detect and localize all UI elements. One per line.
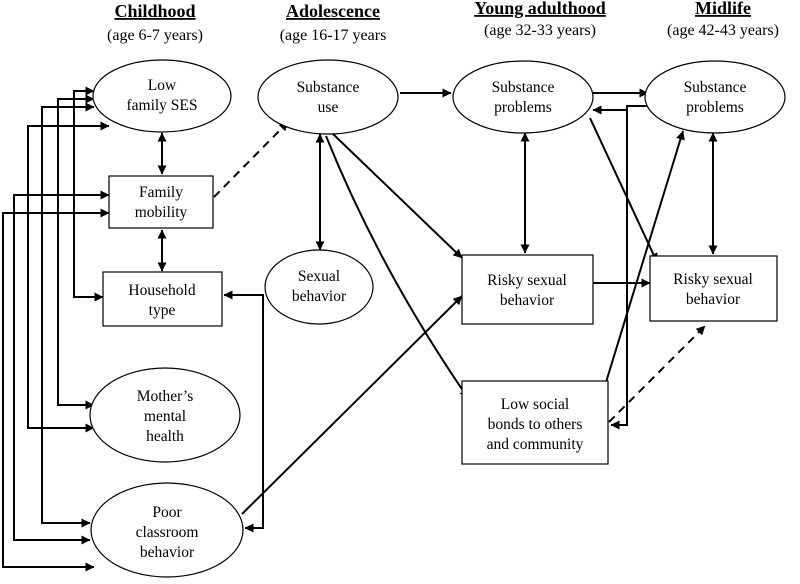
node-household-type: Household type: [102, 271, 223, 327]
arrow-social-ml-substance: [602, 130, 685, 393]
arrow-household-mother: [27, 121, 110, 433]
stage-title-adolescence: Adolescence: [286, 1, 380, 21]
node-label: Household: [128, 282, 195, 299]
node-label: Substance: [492, 79, 555, 96]
node-label: behavior: [686, 291, 741, 308]
arrow-ya-substance-ml-risky: [589, 117, 658, 263]
node-label: mental: [144, 408, 186, 425]
stage-header-adolescence: Adolescence (age 16-17 years: [280, 1, 387, 44]
node-label: classroom: [136, 524, 199, 541]
node-label: problems: [686, 99, 744, 116]
arrow-household-classroom: [223, 290, 264, 533]
node-label: Risky sexual: [487, 272, 567, 289]
node-label: Family: [139, 184, 183, 201]
arrow-classroom-risky: [241, 295, 463, 515]
node-label: Sexual: [298, 268, 340, 285]
node-label: and community: [487, 436, 584, 453]
stage-age-childhood: (age 6-7 years): [107, 27, 203, 44]
node-ya-substance-problems: Substance problems: [452, 60, 594, 134]
stage-header-midlife: Midlife (age 42-43 years): [667, 0, 779, 39]
stage-header-childhood: Childhood (age 6-7 years): [107, 1, 203, 44]
arrow-ses-mother: [57, 94, 95, 410]
node-poor-classroom-behavior: Poor classroom behavior: [90, 482, 244, 578]
node-adolescent-sexual-behavior: Sexual behavior: [264, 249, 374, 325]
stage-age-adolescence: (age 16-17 years: [280, 27, 387, 44]
node-label: type: [149, 302, 176, 319]
node-label: Substance: [297, 79, 360, 96]
node-label: Poor: [152, 504, 182, 521]
node-label: use: [318, 99, 339, 116]
node-label: behavior: [500, 292, 555, 309]
stage-age-midlife: (age 42-43 years): [667, 22, 779, 39]
arrow-ml-substance-low-social: [610, 110, 628, 430]
stage-title-childhood: Childhood: [114, 1, 195, 21]
node-ya-risky-sexual-behavior: Risky sexual behavior: [461, 254, 594, 325]
node-label: Mother’s: [137, 388, 194, 405]
arrow-ses-classroom: [41, 102, 95, 528]
node-label: family SES: [126, 97, 197, 114]
node-ml-risky-sexual-behavior: Risky sexual behavior: [649, 255, 778, 322]
stage-title-young-adulthood: Young adulthood: [474, 0, 606, 18]
node-adolescent-substance-use: Substance use: [257, 59, 399, 135]
arrow-social-ml-risky-dashed: [608, 325, 706, 423]
node-label: behavior: [292, 288, 347, 305]
stage-title-midlife: Midlife: [695, 0, 751, 18]
node-label: behavior: [140, 544, 195, 561]
connectors: [2, 86, 718, 572]
node-label: problems: [494, 99, 552, 116]
node-mothers-mental-health: Mother’s mental health: [89, 367, 241, 463]
node-label: Low: [148, 77, 177, 94]
node-label: bonds to others: [488, 416, 583, 433]
node-family-mobility: Family mobility: [108, 175, 214, 229]
stage-header-young-adulthood: Young adulthood (age 32-33 years): [474, 0, 606, 39]
node-label: health: [146, 428, 184, 445]
arrow-mobility-classroom: [13, 190, 110, 545]
node-label: mobility: [135, 204, 188, 221]
arrow-substance-ya-risky: [332, 133, 463, 259]
stage-age-young-adulthood: (age 32-33 years): [484, 22, 596, 39]
node-label: Risky sexual: [673, 271, 753, 288]
node-label: Substance: [684, 79, 747, 96]
arrow-mobility-classroom-outer: [2, 208, 110, 572]
arrow-mobility-substance-dashed: [213, 121, 289, 198]
node-ya-low-social-bonds: Low social bonds to others and community: [461, 380, 609, 465]
node-label: Low social: [501, 396, 569, 413]
node-low-family-ses: Low family SES: [92, 59, 232, 133]
node-ml-substance-problems: Substance problems: [644, 60, 786, 134]
arrow-ml-substance-ya-substance: [592, 105, 650, 115]
arrow-substance-low-social: [325, 135, 469, 399]
